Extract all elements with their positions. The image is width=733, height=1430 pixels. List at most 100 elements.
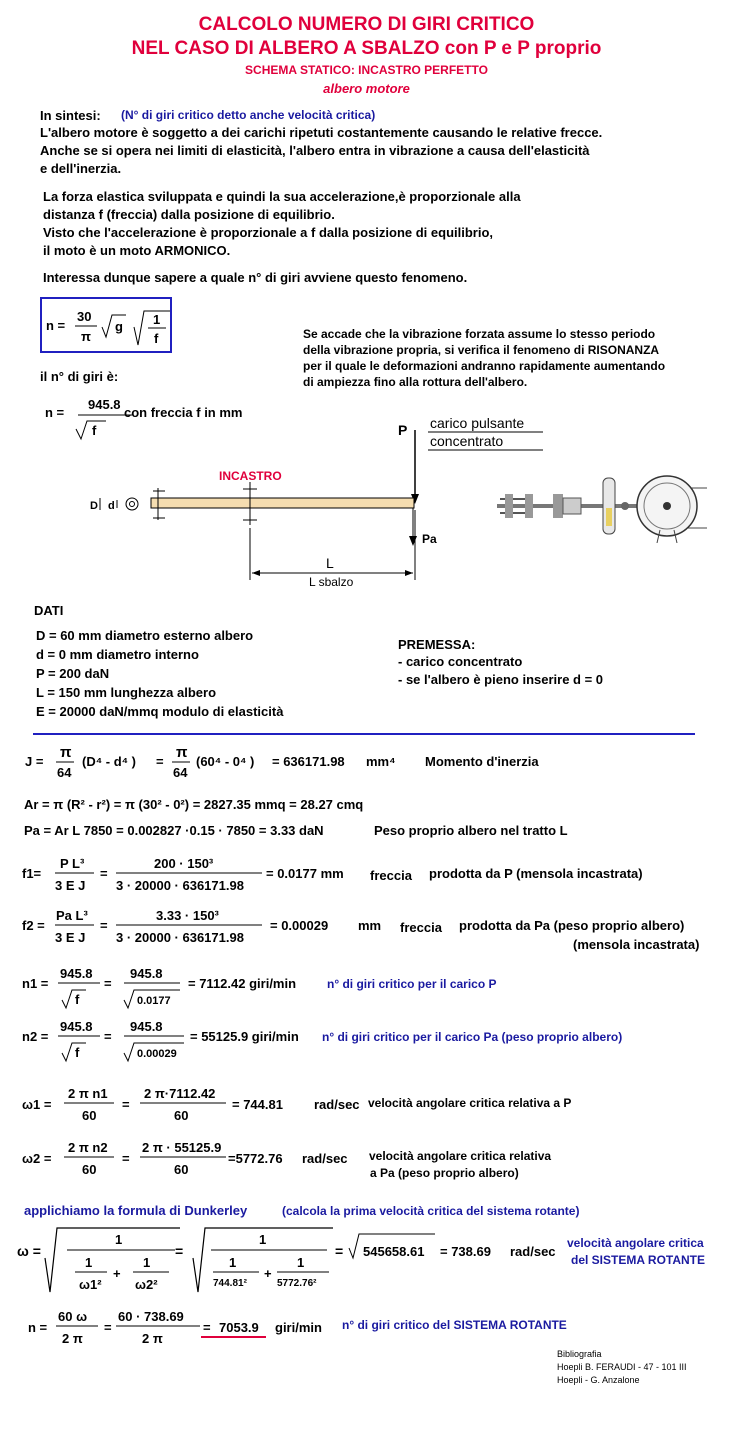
svg-text:0.0177: 0.0177 (137, 995, 171, 1007)
svg-text:f1=: f1= (22, 866, 42, 881)
svg-text:f2 =: f2 = (22, 918, 45, 933)
svg-text:velocità angolare critica: velocità angolare critica (567, 1236, 704, 1250)
title-line2: NEL CASO DI ALBERO A SBALZO con P e P pr… (131, 38, 602, 59)
svg-text:= 0.00029: = 0.00029 (270, 918, 328, 933)
calc-area: Ar = π (R² - r²) = π (30² - 0²) = 2827.3… (24, 797, 364, 812)
svg-text:n° di giri critico per il car: n° di giri critico per il carico P (327, 977, 497, 991)
svg-text:945.8: 945.8 (130, 966, 163, 981)
svg-text:n° di giri critico per il car: n° di giri critico per il carico Pa (pes… (322, 1030, 622, 1044)
svg-text:3 E J: 3 E J (55, 878, 85, 893)
svg-text:2 π·7112.42: 2 π·7112.42 (144, 1086, 215, 1101)
svg-text:= 636171.98: = 636171.98 (272, 754, 345, 769)
svg-text:ω2²: ω2² (135, 1277, 158, 1292)
svg-text:velocità angolare critica r: velocità angolare critica relativa a P (368, 1096, 571, 1110)
svg-text:=: = (100, 918, 108, 933)
cantilever-diagram: P carico pulsante concentrato INCASTRO D… (90, 415, 543, 589)
svg-text:=: = (156, 754, 164, 769)
svg-text:rad/sec: rad/sec (314, 1097, 360, 1112)
svg-text:3 · 20000 · 636171.98: 3 · 20000 · 636171.98 (116, 878, 244, 893)
svg-text:(mensola incastrata): (mensola incastrata) (573, 937, 699, 952)
svg-text:concentrato: concentrato (430, 433, 503, 449)
intro-p2: La forza elastica sviluppata e quindi la… (43, 189, 521, 258)
formula-box: n = 30 π g 1 f (40, 297, 172, 353)
svg-text:1: 1 (115, 1232, 122, 1247)
calc-f2: f2 = Pa L³ 3 E J = 3.33 · 150³ 3 · 20000… (22, 908, 699, 952)
intro-p1: L'albero motore è soggetto a dei carichi… (40, 125, 603, 176)
dunkerley-note: (calcola la prima velocità critica del s… (282, 1204, 580, 1218)
svg-text:(D⁴ - d⁴ ): (D⁴ - d⁴ ) (82, 754, 136, 769)
resonance-text: Se accade che la vibrazione forzata assu… (303, 327, 666, 389)
svg-text:giri/min: giri/min (275, 1320, 322, 1335)
svg-text:64: 64 (173, 765, 188, 780)
svg-text:744.81²: 744.81² (213, 1278, 248, 1289)
svg-text:3.33 · 150³: 3.33 · 150³ (156, 908, 220, 923)
svg-text:π: π (60, 744, 72, 761)
formula-n-freccia: n = 945.8 f con freccia f in mm (45, 397, 242, 441)
svg-text:1: 1 (259, 1232, 266, 1247)
svg-text:30: 30 (77, 309, 91, 324)
calc-pa: Pa = Ar L 7850 = 0.002827 ·0.15 · 7850 =… (24, 823, 324, 838)
dati-title: DATI (34, 603, 64, 618)
svg-text:INCASTRO: INCASTRO (219, 469, 282, 483)
svg-text:1: 1 (229, 1255, 236, 1270)
svg-text:π: π (176, 744, 188, 761)
svg-text:2 π n1: 2 π n1 (68, 1086, 108, 1101)
premessa-title: PREMESSA: (398, 637, 476, 652)
svg-text:n° di giri critico del SISTEMA: n° di giri critico del SISTEMA ROTANTE (342, 1318, 567, 1332)
calc-omega-system: ω = 1 1 ω1² + 1 ω2² = 1 1 744.81² + 1 57… (17, 1227, 705, 1293)
svg-text:carico pulsante: carico pulsante (430, 415, 524, 431)
dati-list: D = 60 mm diametro esterno albero d = 0 … (36, 628, 284, 719)
svg-text:D: D (90, 500, 98, 512)
svg-text:945.8: 945.8 (130, 1019, 163, 1034)
premessa-list: - carico concentrato - se l'albero è pie… (398, 654, 604, 687)
svg-text:=: = (104, 1029, 112, 1044)
calc-n2: n2 = 945.8 f = 945.8 0.00029 = 55125.9 g… (22, 1019, 622, 1063)
section-divider (33, 733, 695, 735)
svg-text:= 0.0177 mm: = 0.0177 mm (266, 866, 344, 881)
svg-text:mm⁴: mm⁴ (366, 754, 396, 769)
svg-text:60 ω: 60 ω (58, 1309, 87, 1324)
svg-text:=: = (203, 1320, 211, 1335)
svg-text:60: 60 (174, 1108, 188, 1123)
svg-text:a Pa (peso proprio albero): a Pa (peso proprio albero) (370, 1166, 519, 1180)
svg-text:prodotta da Pa (peso proprio a: prodotta da Pa (peso proprio albero) (459, 918, 684, 933)
svg-text:5772.76²: 5772.76² (277, 1278, 317, 1289)
motor-shaft-illustration (497, 458, 732, 543)
bibliography: Bibliografia Hoepli B. FERAUDI - 47 - 10… (557, 1349, 687, 1385)
svg-text:545658.61: 545658.61 (363, 1244, 424, 1259)
svg-text:1: 1 (297, 1255, 304, 1270)
svg-text:d: d (108, 500, 115, 512)
intro-note: (N° di giri critico detto anche velocità… (121, 108, 376, 122)
svg-text:n =: n = (46, 318, 66, 333)
svg-text:Momento d'inerzia: Momento d'inerzia (425, 754, 539, 769)
svg-text:1: 1 (143, 1255, 150, 1270)
svg-text:g: g (115, 319, 123, 334)
svg-text:=: = (175, 1243, 183, 1259)
svg-text:7053.9: 7053.9 (219, 1320, 259, 1335)
svg-text:945.8: 945.8 (88, 397, 121, 412)
svg-text:ω =: ω = (17, 1243, 41, 1259)
svg-text:f: f (154, 331, 159, 346)
svg-text:n =: n = (45, 405, 65, 420)
svg-text:= 744.81: = 744.81 (232, 1097, 283, 1112)
svg-text:945.8: 945.8 (60, 966, 93, 981)
calc-n-final: n = 60 ω 2 π = 60 · 738.69 2 π = 7053.9 … (28, 1309, 567, 1346)
svg-text:1: 1 (153, 312, 160, 327)
svg-text:P: P (398, 422, 407, 438)
svg-text:=: = (104, 1320, 112, 1335)
dunkerley-title: applichiamo la formula di Dunkerley (24, 1203, 248, 1218)
svg-text:60 · 738.69: 60 · 738.69 (118, 1309, 184, 1324)
calc-omega1: ω1 = 2 π n1 60 = 2 π·7112.42 60 = 744.81… (22, 1086, 571, 1123)
calc-omega2: ω2 = 2 π n2 60 = 2 π · 55125.9 60 =5772.… (22, 1140, 551, 1180)
svg-text:0.00029: 0.00029 (137, 1048, 177, 1060)
svg-text:=: = (335, 1243, 343, 1259)
svg-text:del SISTEMA ROTANTE: del SISTEMA ROTANTE (571, 1253, 705, 1267)
svg-text:3 · 20000 · 636171.98: 3 · 20000 · 636171.98 (116, 930, 244, 945)
svg-text:= 7112.42 giri/min: = 7112.42 giri/min (188, 976, 296, 991)
svg-text:=5772.76: =5772.76 (228, 1151, 283, 1166)
svg-text:n =: n = (28, 1320, 48, 1335)
svg-text:rad/sec: rad/sec (510, 1244, 556, 1259)
svg-text:+: + (113, 1266, 121, 1281)
svg-text:(60⁴ - 0⁴ ): (60⁴ - 0⁴ ) (196, 754, 254, 769)
svg-text:n1 =: n1 = (22, 976, 49, 991)
